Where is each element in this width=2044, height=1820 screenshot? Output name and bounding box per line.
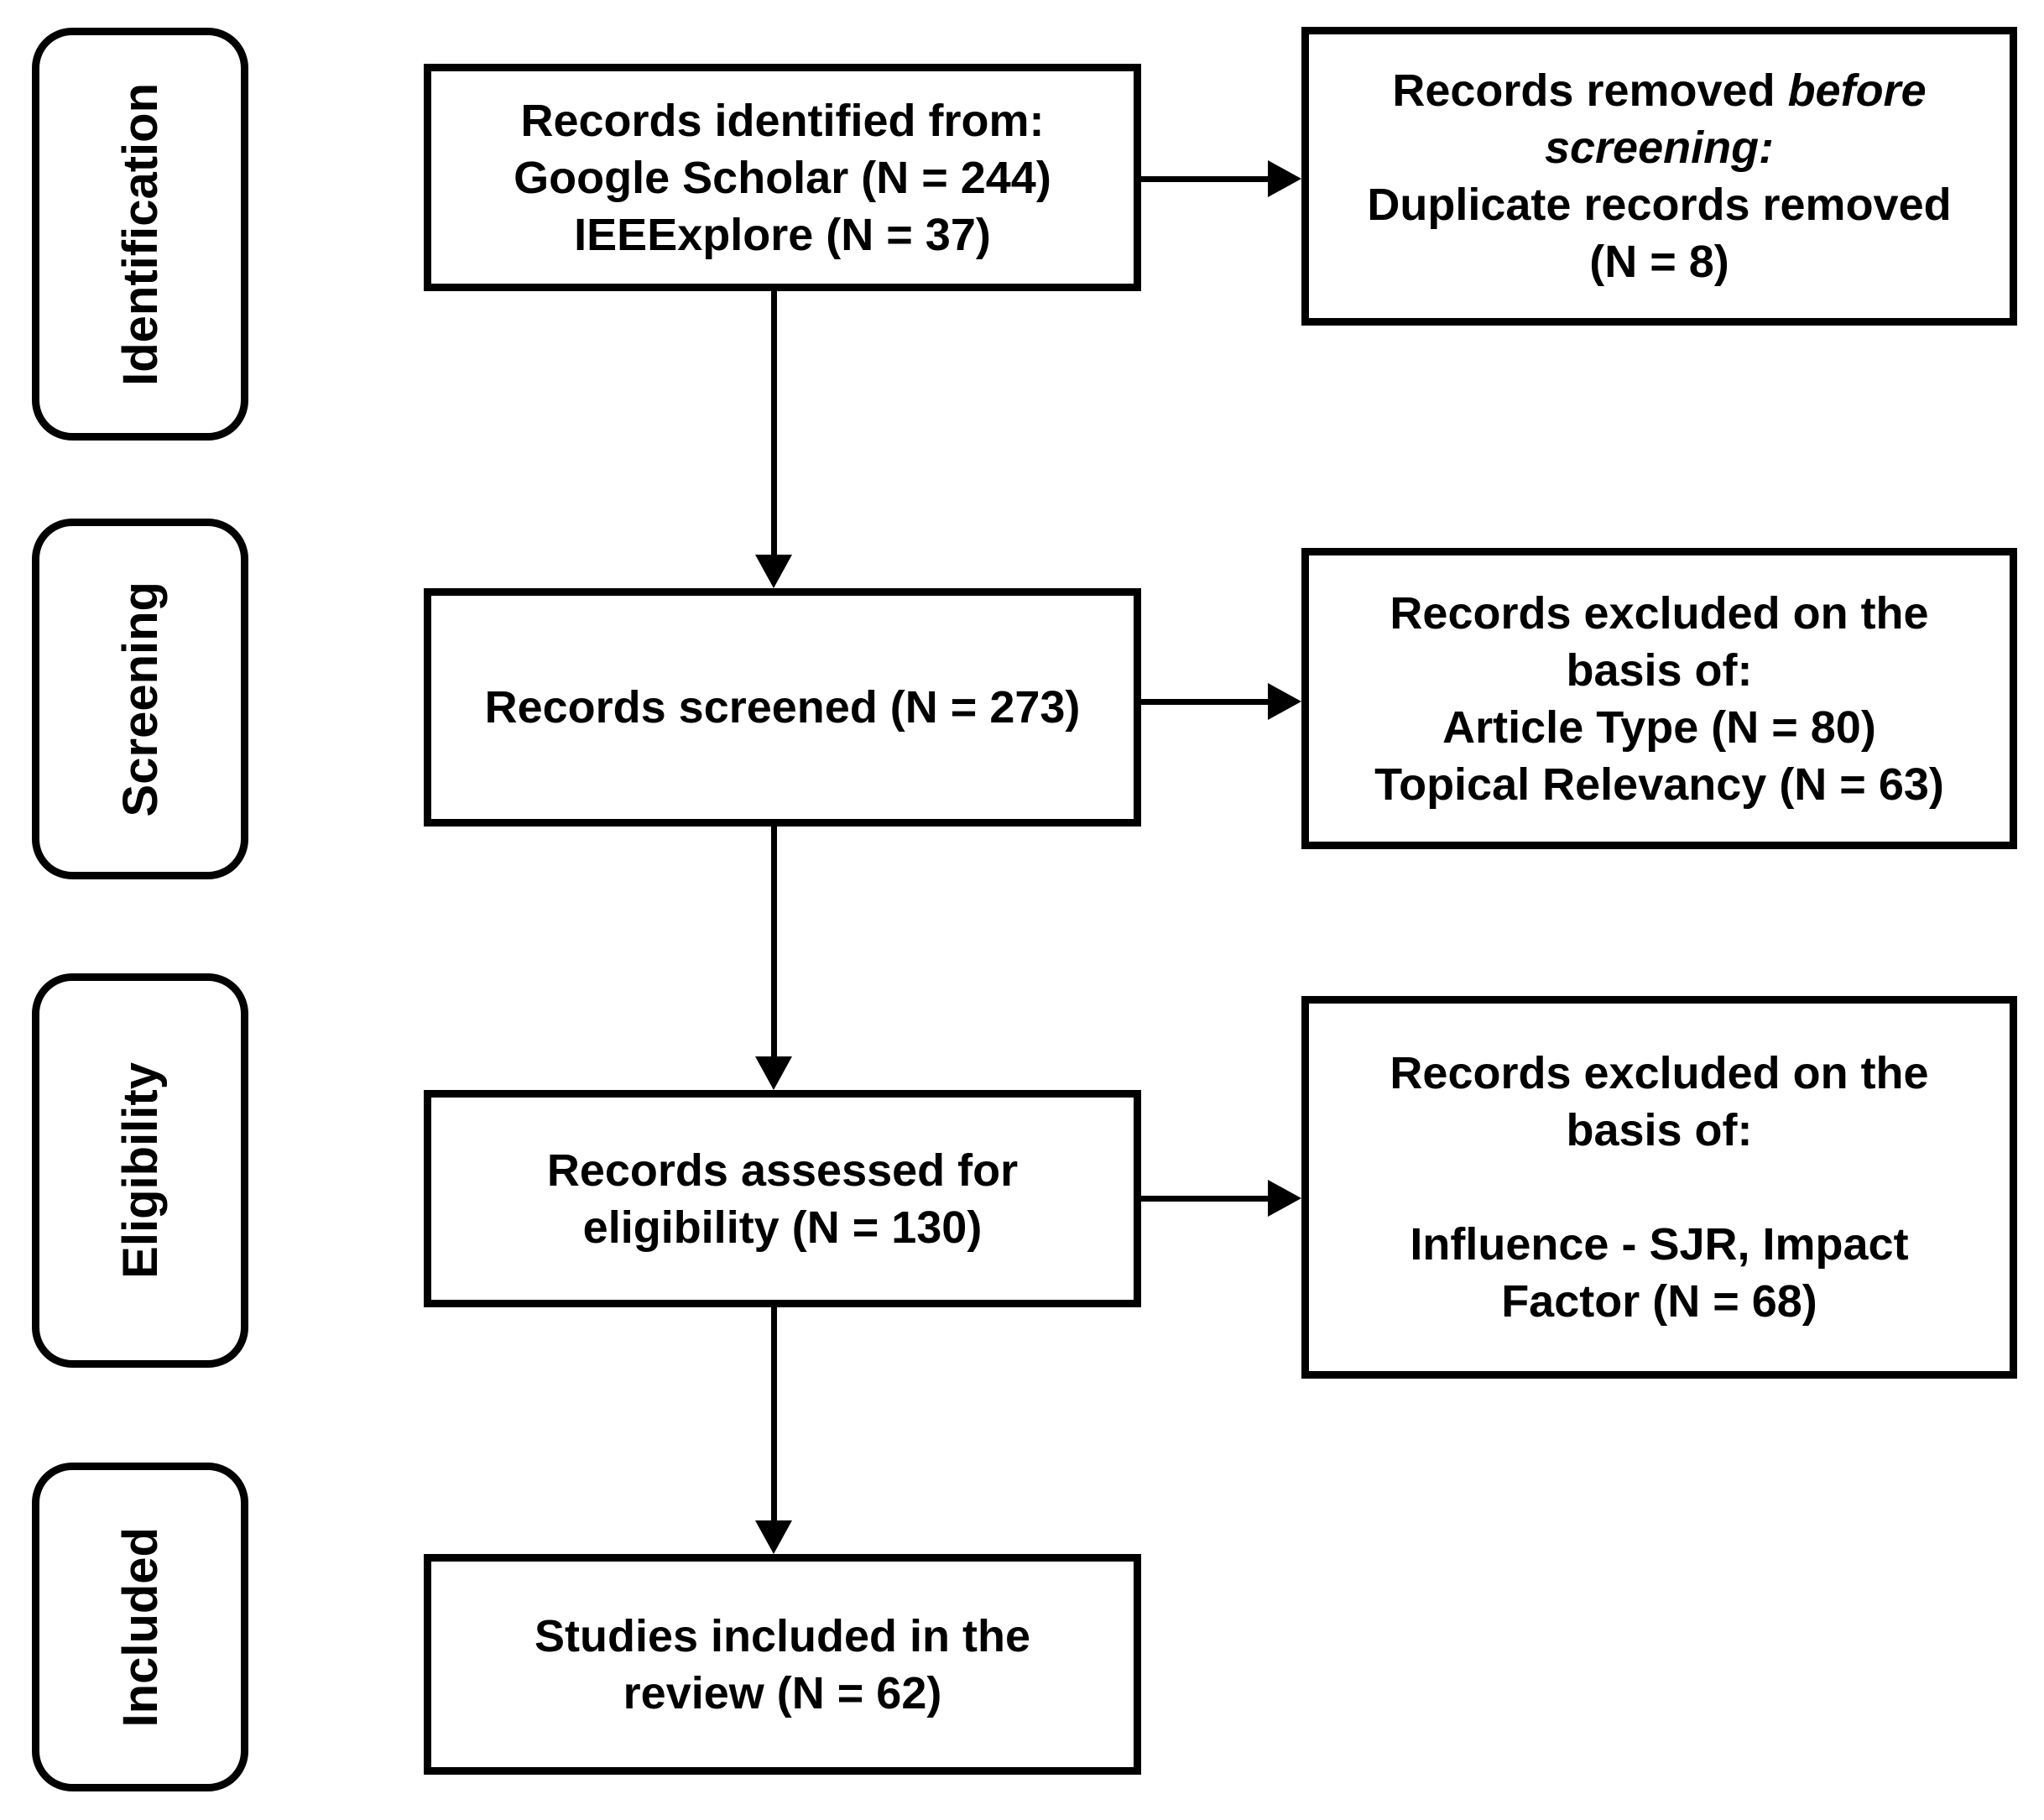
box-excluded-screening-line: basis of:	[1566, 644, 1753, 696]
box-excluded-eligibility: Records excluded on the basis of: Influe…	[1301, 996, 2017, 1379]
box-records-identified-line: IEEExplore (N = 37)	[574, 209, 991, 260]
box-studies-included-line: Studies included in the	[534, 1610, 1031, 1661]
flow-line-screened-to-excluded	[1141, 699, 1271, 705]
down-arrow-icon	[755, 555, 792, 588]
box-excluded-eligibility-line: basis of:	[1566, 1105, 1753, 1155]
removed-italic-text: before	[1787, 65, 1927, 116]
right-arrow-icon	[1268, 1180, 1301, 1217]
box-records-identified: Records identified from: Google Scholar …	[424, 64, 1141, 291]
box-excluded-screening-line: Article Type (N = 80)	[1442, 701, 1876, 753]
box-records-screened: Records screened (N = 273)	[424, 588, 1141, 827]
flow-line-assessed-to-included	[771, 1307, 777, 1525]
stage-eligibility-label: Eligibility	[112, 1062, 168, 1279]
right-arrow-icon	[1268, 683, 1301, 720]
box-removed-before-screening-line: Records removed before	[1392, 62, 1926, 119]
flow-line-identified-to-removed	[1141, 176, 1271, 182]
box-records-assessed-line: Records assessed for	[546, 1145, 1019, 1196]
stage-included: Included	[32, 1463, 248, 1791]
box-studies-included-line: review (N = 62)	[623, 1667, 942, 1718]
box-excluded-screening-line: Topical Relevancy (N = 63)	[1374, 759, 1944, 810]
box-studies-included: Studies included in the review (N = 62)	[424, 1554, 1141, 1775]
stage-identification-label: Identification	[112, 82, 168, 386]
box-records-assessed-line: eligibility (N = 130)	[582, 1202, 983, 1253]
flow-line-assessed-to-excluded	[1141, 1196, 1271, 1202]
box-excluded-screening: Records excluded on the basis of: Articl…	[1301, 548, 2017, 849]
flow-line-identified-to-screened	[771, 291, 777, 560]
stage-identification: Identification	[32, 28, 248, 441]
box-excluded-eligibility-line: Records excluded on the	[1390, 1048, 1929, 1098]
box-removed-before-screening: Records removed before screening: Duplic…	[1301, 27, 2017, 326]
down-arrow-icon	[755, 1520, 792, 1554]
box-excluded-screening-line: Records excluded on the	[1390, 587, 1929, 639]
down-arrow-icon	[755, 1056, 792, 1090]
box-removed-before-screening-line: (N = 8)	[1589, 237, 1729, 287]
box-records-identified-line: Google Scholar (N = 244)	[514, 152, 1051, 203]
right-arrow-icon	[1268, 160, 1301, 197]
stage-screening: Screening	[32, 519, 248, 879]
stage-screening-label: Screening	[112, 581, 168, 817]
box-excluded-eligibility-line: Influence - SJR, Impact	[1410, 1219, 1909, 1270]
box-removed-before-screening-line: screening:	[1544, 123, 1775, 173]
box-removed-before-screening-line: Duplicate records removed	[1367, 180, 1952, 230]
box-records-identified-line: Records identified from:	[520, 95, 1045, 146]
removed-prefix-text: Records removed	[1392, 65, 1788, 116]
box-records-assessed: Records assessed for eligibility (N = 13…	[424, 1090, 1141, 1307]
stage-included-label: Included	[112, 1526, 168, 1728]
box-records-screened-line: Records screened (N = 273)	[484, 682, 1081, 733]
stage-eligibility: Eligibility	[32, 973, 248, 1368]
box-excluded-eligibility-line: Factor (N = 68)	[1501, 1276, 1817, 1327]
flow-line-screened-to-assessed	[771, 827, 777, 1061]
